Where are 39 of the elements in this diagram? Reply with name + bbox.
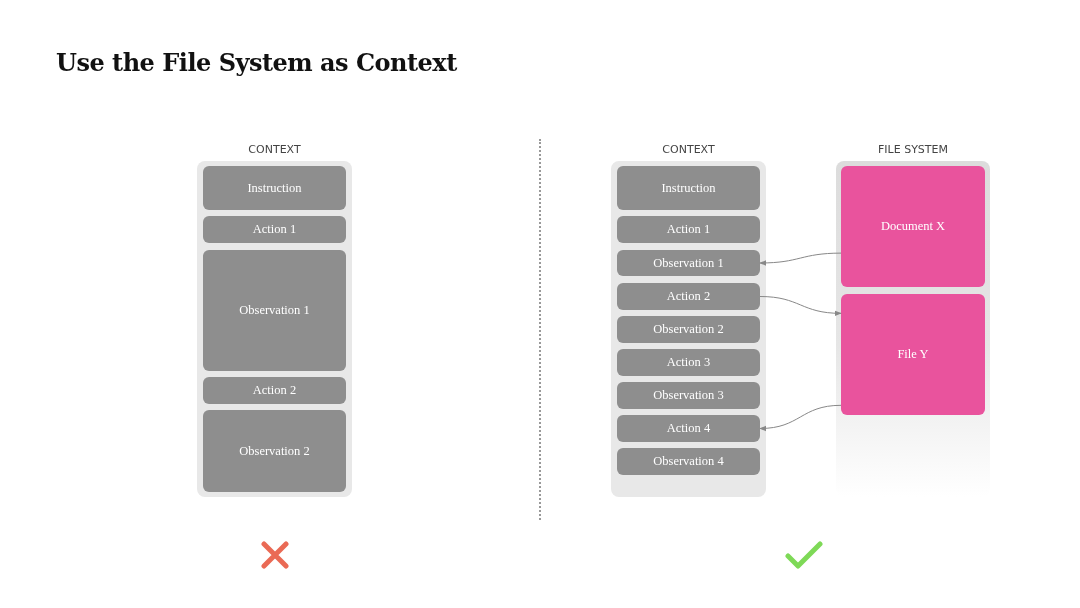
item-label: Action 1 [252,222,297,237]
item-label: Action 2 [666,289,711,304]
context-item-box [617,283,760,310]
item-label: Action 1 [666,222,711,237]
panel-heading: CONTEXT [247,143,302,156]
context-item-box [617,349,760,376]
item-label: Document X [880,219,946,234]
item-label: Action 4 [666,421,711,436]
item-label: Action 3 [666,355,711,370]
panel-heading: CONTEXT [661,143,716,156]
item-label: Instruction [247,180,302,196]
arrow [759,404,842,431]
item-label: Instruction [661,180,716,196]
item-label: Observation 4 [653,454,724,469]
context-item-box [203,216,346,243]
item-label: Observation 3 [653,388,724,403]
context-item-box [203,377,346,404]
item-label: Observation 1 [653,255,724,271]
context-item-box [617,382,760,409]
panel-heading: FILE SYSTEM [877,143,949,156]
item-label: File Y [897,347,929,362]
context-item-box [203,250,346,371]
item-label: Observation 2 [239,443,310,459]
slide-title: Use the File System as Context [56,48,457,77]
item-label: Observation 2 [653,322,724,337]
context-item-box [203,410,346,492]
item-label: Observation 1 [239,303,310,318]
arrow [759,252,842,266]
item-label: Action 2 [252,383,297,398]
context-item-box [617,316,760,343]
context-item-box [203,166,346,210]
file-box [841,166,985,287]
context-item-box [617,166,760,210]
context-item-box [617,415,760,442]
file-box [841,294,985,415]
context-item-box [617,448,760,475]
context-item-box [617,250,760,276]
arrow [759,296,842,316]
context-item-box [617,216,760,243]
